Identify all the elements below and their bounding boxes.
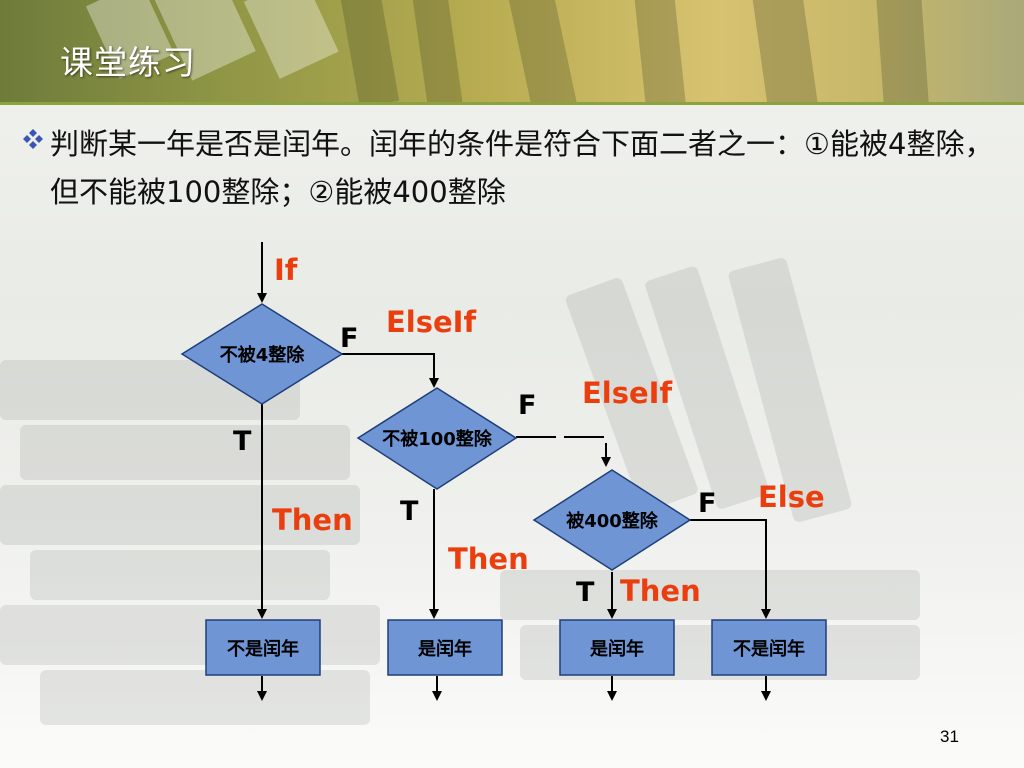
decision-diamond [180, 303, 344, 405]
result-label: 是闰年 [417, 638, 472, 660]
keyword-then-1: Then [272, 503, 353, 537]
background-books-image [0, 258, 920, 725]
branch-label-t3: T [576, 577, 595, 608]
decision-label: 不被4整除 [220, 344, 306, 366]
result-box [387, 619, 503, 676]
result-box [711, 619, 827, 676]
result-box [205, 619, 321, 676]
keyword-if: If [274, 253, 298, 287]
keyword-then-3: Then [620, 574, 701, 608]
banner-divider [0, 102, 1024, 105]
title-banner: 课堂练习 [0, 0, 1024, 104]
decision-label: 被400整除 [566, 510, 659, 532]
page-number: 31 [940, 727, 959, 746]
keyword-elseif-2: ElseIf [582, 376, 672, 410]
result-node-2: 是闰年 [387, 619, 503, 676]
keyword-elseif-1: ElseIf [386, 305, 476, 339]
f-branch-3-arrow [690, 519, 771, 619]
branch-label-f1: F [340, 323, 358, 354]
branch-label-t2: T [400, 496, 419, 527]
decision-node-1: 不被4整除 [180, 303, 344, 405]
result-node-1: 不是闰年 [205, 619, 321, 676]
connector-lines [257, 242, 771, 701]
keyword-then-2: Then [448, 542, 529, 576]
decision-node-2: 不被100整除 [356, 387, 518, 490]
decision-diamond [532, 469, 692, 571]
result-node-4: 不是闰年 [711, 619, 827, 676]
result-label: 是闰年 [589, 638, 644, 660]
bullet-text: 判断某一年是否是闰年。闰年的条件是符合下面二者之一：①能被4整除，但不能被100… [50, 127, 994, 209]
diamond-bullet-icon [23, 129, 43, 149]
result-node-3: 是闰年 [559, 619, 675, 676]
slide-title: 课堂练习 [60, 43, 196, 82]
branch-label-f3: F [698, 488, 716, 519]
f-branch-2-arrow [516, 436, 611, 467]
f-branch-1-arrow [342, 353, 439, 388]
result-label: 不是闰年 [227, 638, 299, 660]
decision-diamond [356, 387, 518, 490]
branch-label-f2: F [518, 390, 536, 421]
decision-label: 不被100整除 [382, 428, 493, 450]
result-box [559, 619, 675, 676]
banner-books-image [85, 0, 930, 104]
branch-label-t1: T [233, 426, 252, 457]
decision-node-3: 被400整除 [532, 469, 692, 571]
keyword-else: Else [758, 480, 825, 514]
result-label: 不是闰年 [733, 638, 805, 660]
